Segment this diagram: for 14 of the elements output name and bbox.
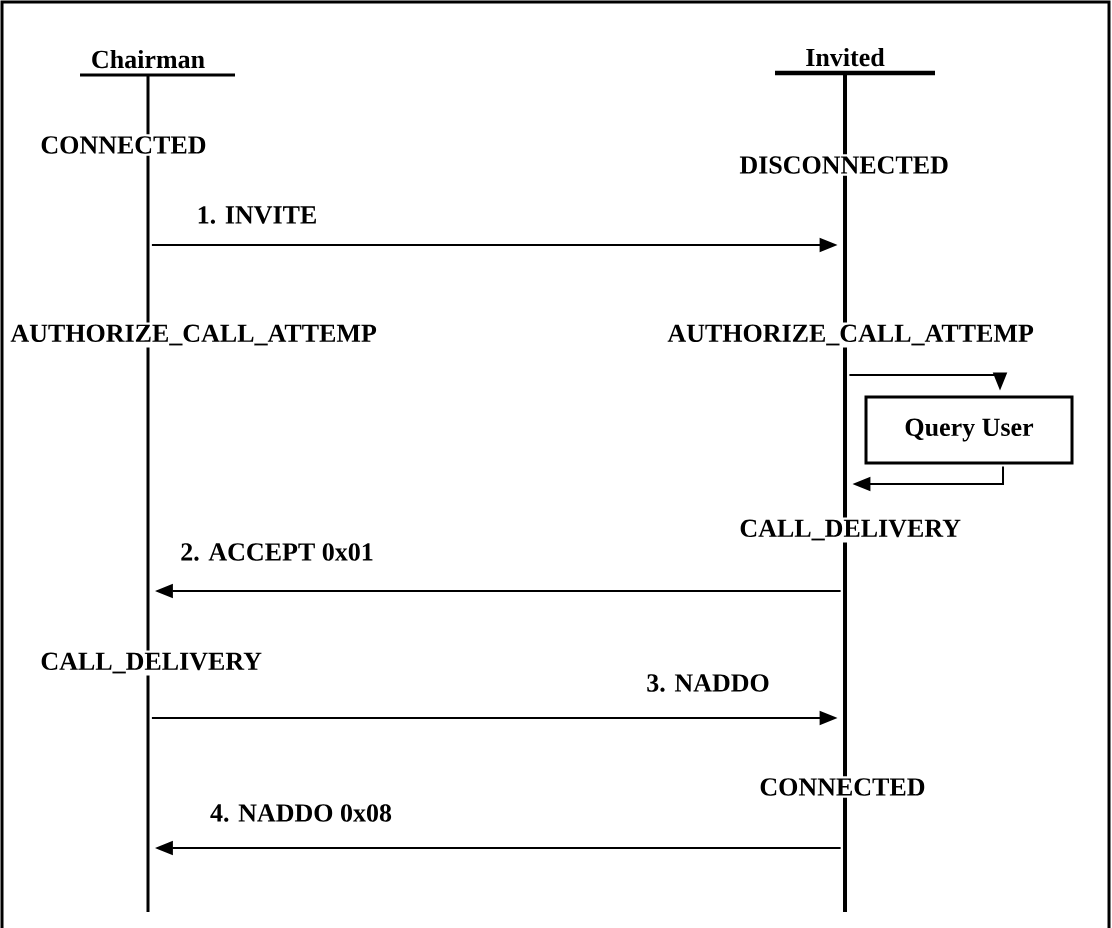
state-label: DISCONNECTED	[739, 156, 948, 174]
node-label: Invited	[806, 47, 885, 67]
state-label: CALL_DELIVERY	[740, 519, 961, 541]
state-label: AUTHORIZE_CALL_ATTEMP	[10, 324, 377, 346]
state-label: CONNECTED	[41, 136, 206, 154]
message-label: 1. INVITE	[198, 206, 316, 224]
message-label: 3. NADDO	[647, 674, 769, 692]
state-label: AUTHORIZE_CALL_ATTEMP	[667, 324, 1034, 346]
node-label: Chairman	[92, 49, 205, 69]
state-label: CALL_DELIVERY	[41, 652, 262, 674]
process-box: Query User	[864, 395, 1074, 465]
message-label: 2. ACCEPT 0x01	[181, 543, 373, 561]
message-label: 4. NADDO 0x08	[210, 804, 392, 822]
state-label: CONNECTED	[760, 778, 925, 796]
